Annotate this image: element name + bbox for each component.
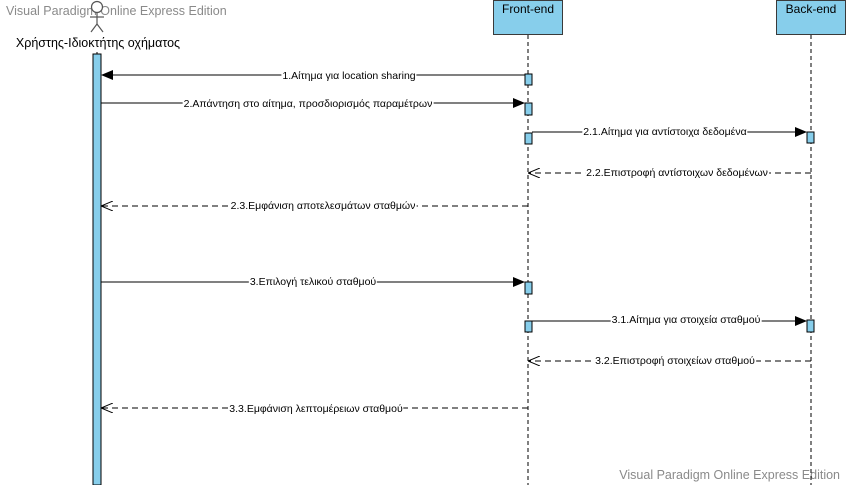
activation-actor [92, 53, 102, 485]
lifeline-backend-header[interactable]: Back-end [776, 0, 846, 35]
actor-label: Χρήστης-Ιδιοκτήτης οχήματος [15, 36, 181, 50]
message-label-m2: 2.Απάντηση στο αίτημα, προσδιορισμός παρ… [182, 98, 434, 110]
lifeline-frontend-header[interactable]: Front-end [493, 0, 563, 35]
activation-frontend-1 [524, 73, 533, 86]
watermark-top: Visual Paradigm Online Express Edition [6, 4, 227, 18]
activation-backend-1 [806, 131, 815, 144]
activation-backend-2 [806, 319, 815, 333]
activation-frontend-2 [524, 102, 533, 116]
message-label-m23: 2.3.Εμφάνιση αποτελεσμάτων σταθμών [229, 200, 417, 212]
activation-frontend-4 [524, 281, 533, 295]
message-label-m22: 2.2.Επιστροφή αντίστοιχων δεδομένων [585, 167, 769, 179]
activation-frontend-5 [524, 320, 533, 333]
message-label-m31: 3.1.Αίτημα για στοιχεία σταθμού [610, 314, 762, 326]
message-label-m3: 3.Επιλογή τελικού σταθμού [248, 276, 378, 288]
message-label-m32: 3.2.Επιστροφή στοιχείων σταθμού [594, 355, 756, 367]
message-label-m1: 1.Αίτημα για location sharing [281, 70, 417, 82]
lifeline-frontend-label: Front-end [501, 2, 555, 16]
message-label-m33: 3.3.Εμφάνιση λεπτομέρειων σταθμού [228, 403, 404, 415]
actor-stick-figure-icon [90, 0, 104, 33]
message-label-m21: 2.1.Αίτημα για αντίστοιχα δεδομένα [582, 126, 748, 138]
lifeline-backend-label: Back-end [785, 2, 837, 16]
activation-frontend-3 [524, 132, 533, 145]
watermark-bottom: Visual Paradigm Online Express Edition [619, 468, 840, 482]
